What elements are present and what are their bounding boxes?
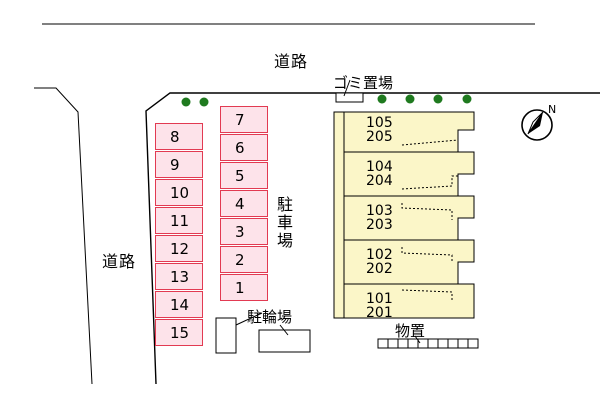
parking-space: 6	[220, 134, 268, 161]
parking-space: 5	[220, 162, 268, 189]
garbage-leader	[343, 79, 351, 97]
balcony-dash	[401, 175, 458, 190]
parking-space: 4	[220, 190, 268, 217]
lot-boundary	[145, 92, 600, 385]
left-road-label: 道路	[102, 252, 137, 271]
unit-number-2f: 201	[366, 305, 393, 321]
parking-space: 10	[155, 179, 203, 206]
unit-number-1f: 101	[366, 291, 393, 307]
tree	[377, 94, 387, 104]
shed	[467, 338, 479, 349]
parking-space: 12	[155, 235, 203, 262]
unit-number-1f: 103	[366, 203, 393, 219]
parking-space: 8	[155, 123, 203, 150]
shed	[447, 338, 459, 349]
parking-space: 1	[220, 274, 268, 301]
tree	[181, 97, 191, 107]
bicycle-label: 駐輪場	[247, 308, 293, 326]
bicycle-rack-small	[215, 317, 237, 354]
parking-space: 3	[220, 218, 268, 245]
bicycle-leader	[279, 324, 289, 336]
parking-space: 2	[220, 246, 268, 273]
garbage-box	[335, 92, 364, 103]
unit-number-1f: 102	[366, 247, 393, 263]
compass-north-label: N	[548, 103, 556, 116]
parking-space: 13	[155, 263, 203, 290]
shed	[457, 338, 469, 349]
parking-space: 9	[155, 151, 203, 178]
parking-space: 11	[155, 207, 203, 234]
balcony-dash	[401, 203, 453, 220]
shed	[377, 338, 389, 349]
parking-space: 14	[155, 291, 203, 318]
bicycle-rack-large	[258, 329, 311, 353]
unit-number-2f: 202	[366, 261, 393, 277]
bicycle-leader	[235, 312, 263, 326]
tree	[199, 97, 209, 107]
garbage-label: ゴミ置場	[333, 74, 394, 92]
unit-number-2f: 205	[366, 129, 393, 145]
parking-space: 15	[155, 319, 203, 346]
compass-icon: N	[521, 103, 556, 141]
parking-space: 7	[220, 106, 268, 133]
trees	[181, 94, 472, 107]
shed	[437, 338, 449, 349]
tree	[433, 94, 443, 104]
storage-sheds	[377, 338, 479, 349]
storage-label: 物置	[395, 322, 426, 340]
left-road-edge	[34, 87, 93, 385]
building-outline	[333, 111, 475, 319]
tree	[462, 94, 472, 104]
apartment-building	[333, 111, 475, 319]
parking-label: 駐車場	[276, 195, 293, 250]
tree	[405, 94, 415, 104]
unit-number-2f: 203	[366, 217, 393, 233]
storage-leader	[414, 335, 421, 344]
unit-number-2f: 204	[366, 173, 393, 189]
unit-number-1f: 104	[366, 159, 393, 175]
balcony-dash	[401, 139, 459, 146]
unit-number-1f: 105	[366, 115, 393, 131]
top-road-label: 道路	[274, 52, 309, 71]
shed	[427, 338, 439, 349]
balcony-dash	[401, 289, 453, 300]
